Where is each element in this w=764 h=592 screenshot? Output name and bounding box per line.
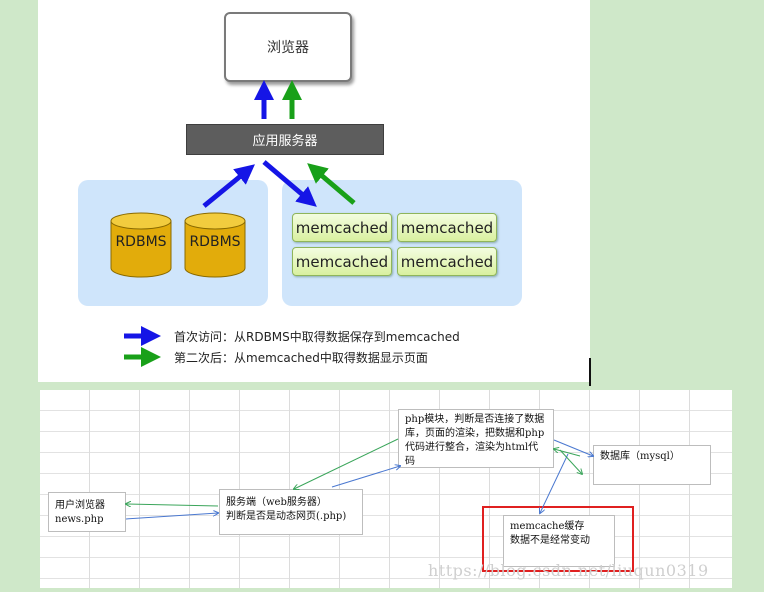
memcached-label: memcached xyxy=(295,218,389,237)
connector-arrows xyxy=(40,438,732,520)
php-module-line: 库，页面的渲染，把数据和php xyxy=(405,428,545,439)
memcache-line2: 数据不是经常变动 xyxy=(510,535,590,546)
cylinder-shape xyxy=(184,212,246,278)
legend-second-visit: 第二次后：从memcached中取得数据显示页面 xyxy=(174,351,428,365)
divider-line xyxy=(589,358,591,386)
memcached-node: memcached xyxy=(397,247,497,276)
arrow-db-to-php xyxy=(554,449,581,457)
arrow-server-to-cache xyxy=(262,160,317,207)
app-server-label: 应用服务器 xyxy=(252,134,318,149)
browser-label: 浏览器 xyxy=(267,40,309,56)
arrow-php-to-server xyxy=(294,438,399,489)
arrow-browser-to-server xyxy=(125,513,218,520)
rdbms-label: RDBMS xyxy=(189,234,241,250)
php-module-box: php模块，判断是否连接了数据 库，页面的渲染，把数据和php 代码进行整合，渲… xyxy=(398,409,554,468)
memcache-line1: memcache缓存 xyxy=(510,521,585,532)
memcache-highlight-frame xyxy=(482,506,634,572)
spreadsheet-sketch: 用户浏览器 news.php 服务端（web服务器） 判断是否是动态网页(.ph… xyxy=(40,390,732,588)
cache-panel xyxy=(282,180,522,306)
memcached-node: memcached xyxy=(292,247,392,276)
php-module-line: php模块，判断是否连接了数据 xyxy=(405,414,545,425)
memcached-node: memcached xyxy=(292,213,392,242)
flow-arrows xyxy=(124,80,356,367)
arrow-db-to-memcache xyxy=(540,453,569,513)
user-browser-line1: 用户浏览器 xyxy=(55,500,105,511)
top-diagram: 浏览器 应用服务器 RDBMS RDBMS memcached memcache… xyxy=(38,0,590,382)
web-server-box: 服务端（web服务器） 判断是否是动态网页(.php) xyxy=(219,489,363,535)
memcached-label: memcached xyxy=(400,218,494,237)
rdbms-label: RDBMS xyxy=(115,234,167,250)
user-browser-line2: news.php xyxy=(55,514,104,525)
database-box: 数据库（mysql） xyxy=(593,445,711,485)
memcached-node: memcached xyxy=(397,213,497,242)
arrow-memcache-to-db xyxy=(559,449,582,474)
arrow-server-to-browser xyxy=(126,504,219,506)
arrow-cache-to-server xyxy=(307,163,356,205)
memcache-box: memcache缓存 数据不是经常变动 xyxy=(503,515,615,567)
web-server-line2: 判断是否是动态网页(.php) xyxy=(226,511,347,522)
arrow-php-to-db xyxy=(553,439,593,456)
rdbms-cylinder: RDBMS xyxy=(110,212,172,278)
memcached-label: memcached xyxy=(295,252,389,271)
legend-first-visit: 首次访问：从RDBMS中取得数据保存到memcached xyxy=(174,330,460,344)
user-browser-box: 用户浏览器 news.php xyxy=(48,492,126,532)
arrow-db-to-server xyxy=(202,164,255,208)
memcached-label: memcached xyxy=(400,252,494,271)
database-label: 数据库（mysql） xyxy=(600,451,680,462)
watermark: https://blog.csdn.net/liuqun0319 xyxy=(428,561,709,580)
cylinder-shape xyxy=(110,212,172,278)
arrow-server-to-php xyxy=(331,466,400,488)
rdbms-cylinder: RDBMS xyxy=(184,212,246,278)
app-server-bar: 应用服务器 xyxy=(186,124,384,155)
web-server-line1: 服务端（web服务器） xyxy=(226,497,327,508)
php-module-line: 代码进行整合，渲染为html代码 xyxy=(405,442,539,467)
